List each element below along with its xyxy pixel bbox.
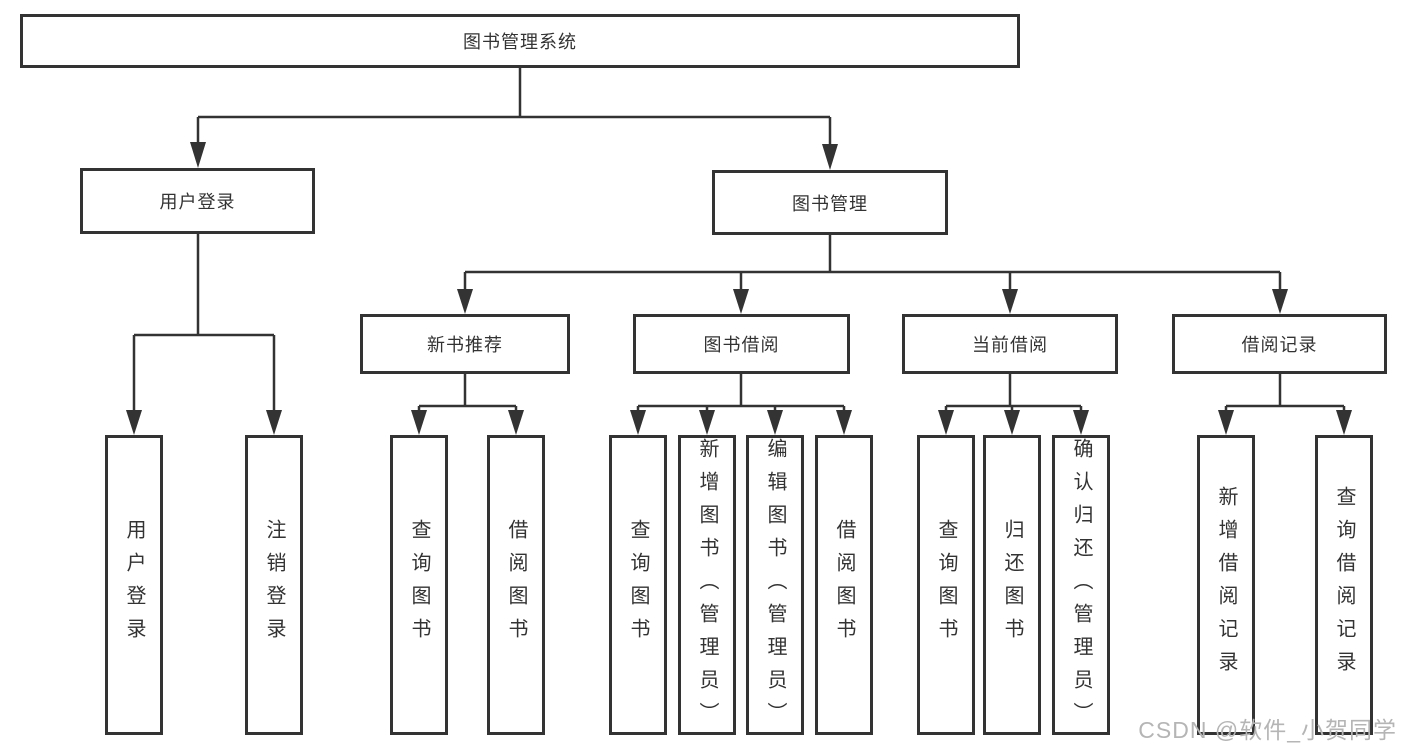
node-borrow-records: 借阅记录 [1172, 314, 1387, 374]
leaf-query-borrow-record: 查询借阅记录 [1315, 435, 1373, 735]
node-label: 新增图书（管理员） [696, 438, 718, 735]
leaf-borrow-books-recommend: 借阅图书 [487, 435, 545, 735]
leaf-add-borrow-record: 新增借阅记录 [1197, 435, 1255, 735]
node-current-borrow: 当前借阅 [902, 314, 1118, 374]
node-label: 用户登录 [123, 519, 145, 651]
arrowheads-level3 [457, 289, 1288, 314]
leaf-edit-book-admin: 编辑图书（管理员） [746, 435, 804, 735]
node-user-login: 用户登录 [80, 168, 315, 234]
leaf-query-books-borrow: 查询图书 [609, 435, 667, 735]
connector-user-login-to-leaves [132, 234, 276, 412]
node-label: 注销登录 [263, 519, 285, 651]
node-label: 当前借阅 [972, 335, 1048, 355]
node-label: 借阅图书 [833, 519, 855, 651]
connector-book-management-to-level3 [463, 235, 1282, 292]
node-book-borrow: 图书借阅 [633, 314, 850, 374]
leaf-add-book-admin: 新增图书（管理员） [678, 435, 736, 735]
node-label: 查询借阅记录 [1333, 486, 1355, 684]
node-label: 编辑图书（管理员） [764, 438, 786, 735]
node-book-management: 图书管理 [712, 170, 948, 235]
leaf-return-book: 归还图书 [983, 435, 1041, 735]
node-label: 新增借阅记录 [1215, 486, 1237, 684]
node-label: 查询图书 [408, 519, 430, 651]
node-label: 借阅记录 [1241, 335, 1318, 355]
leaf-query-books-current: 查询图书 [917, 435, 975, 735]
node-label: 确认归还（管理员） [1070, 438, 1092, 735]
arrowheads-leaves [411, 410, 1352, 435]
node-label: 图书管理 [792, 193, 868, 214]
node-label: 用户登录 [159, 192, 236, 212]
node-new-book-recommend: 新书推荐 [360, 314, 570, 374]
arrowheads-level2 [190, 142, 838, 170]
leaf-logout: 注销登录 [245, 435, 303, 735]
leaf-user-login: 用户登录 [105, 435, 163, 735]
node-label: 图书管理系统 [463, 32, 577, 52]
leaf-query-books-recommend: 查询图书 [390, 435, 448, 735]
node-label: 新书推荐 [427, 335, 503, 355]
csdn-watermark: CSDN @软件_小贺同学 [1138, 717, 1397, 743]
node-label: 查询图书 [627, 519, 649, 651]
arrowheads-user-login-leaves [126, 410, 282, 435]
leaf-borrow-books: 借阅图书 [815, 435, 873, 735]
connector-level3-to-leaves [417, 374, 1346, 412]
node-label: 借阅图书 [505, 519, 527, 651]
node-root: 图书管理系统 [20, 14, 1020, 68]
node-label: 图书借阅 [703, 335, 780, 355]
node-label: 归还图书 [1001, 519, 1023, 651]
node-label: 查询图书 [935, 519, 957, 651]
connector-root-to-level2 [196, 68, 832, 148]
leaf-confirm-return-admin: 确认归还（管理员） [1052, 435, 1110, 735]
